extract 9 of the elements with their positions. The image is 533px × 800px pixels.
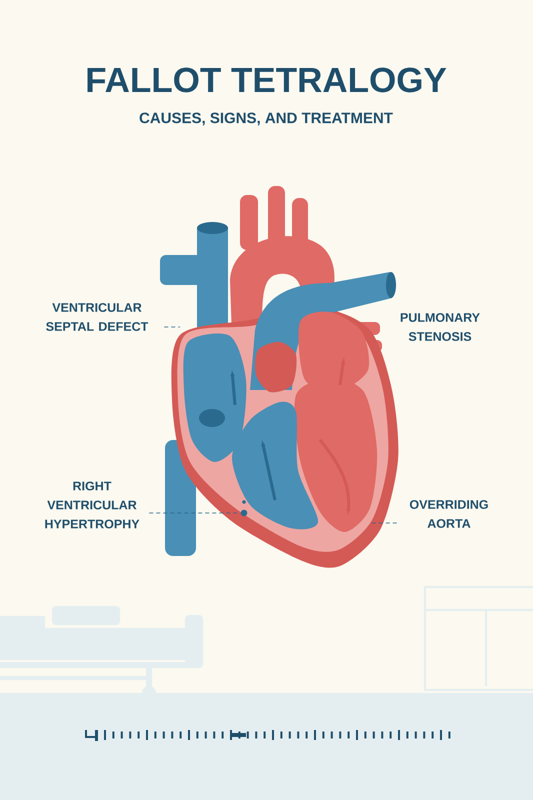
callout-label: VENTRICULAR SEPTAL DEFECT	[46, 303, 148, 331]
leader-line	[148, 512, 238, 514]
title: FALLOT TETRALOGY	[88, 68, 446, 92]
leader-line	[370, 522, 398, 524]
callout-label: PULMONARY STENOSIS	[400, 313, 480, 341]
leader-line	[164, 326, 180, 328]
callout-label: RIGHT VENTRICULAR HYPERTROPHY	[45, 482, 140, 528]
callout-label: OVERRIDING AORTA	[410, 500, 488, 528]
subtitle: CAUSES, SIGNS, AND TREATMENT	[140, 112, 393, 126]
